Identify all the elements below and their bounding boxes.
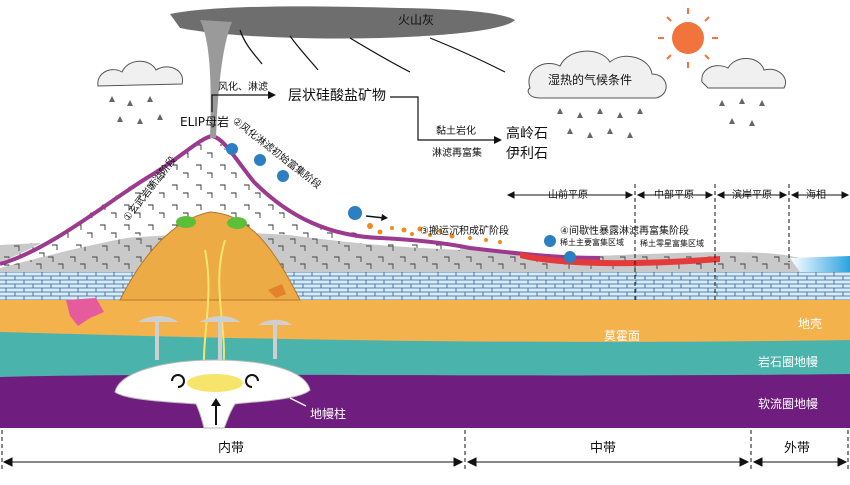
illite-label: 伊利石: [506, 146, 548, 162]
lithosphere-label: 岩石圈地幔: [758, 354, 818, 369]
crust-layer: [0, 298, 850, 342]
ash-plume: [200, 20, 232, 138]
humid-cloud: [527, 50, 667, 99]
flow-arrow-head: [494, 136, 502, 144]
coastal-plain-label: 滨岸平原: [732, 188, 772, 201]
elip-label: ELIP母岩: [180, 114, 229, 129]
mountain-front-label: 山前平原: [548, 188, 588, 201]
weathering-label: 风化、淋滤: [218, 80, 268, 93]
raindrops: [557, 108, 643, 138]
asthenosphere-label: 软流圈地幔: [758, 396, 818, 411]
raindrops: [719, 98, 765, 126]
vegetation: [176, 216, 196, 228]
stage4-label: ④间歇性暴露淋滤再富集阶段: [560, 224, 689, 237]
sun-rays: [658, 8, 718, 68]
transport-arrow-head: [381, 214, 388, 221]
humid-climate-label: 湿热的气候条件: [548, 72, 632, 87]
marine-label: 海相: [806, 188, 826, 201]
crust-label: 地壳: [798, 317, 822, 331]
inner-zone-label: 内带: [218, 440, 244, 456]
ore-body: [268, 284, 286, 298]
weathering-arrow: [211, 94, 270, 112]
convection-arrow: [171, 374, 185, 388]
rain-cloud: [97, 60, 184, 87]
mantle-plume: [114, 359, 311, 429]
weathering-crust: [0, 133, 601, 266]
zone-scale-dividers: [1, 430, 849, 472]
ash-cloud: [170, 6, 515, 39]
sediment-cover: [0, 232, 850, 272]
weathering-arrow-head: [268, 91, 276, 99]
plume-core: [187, 374, 243, 392]
raindrops: [109, 96, 163, 124]
main-enrich-label: 稀土主要富集区域: [560, 237, 624, 247]
moho-label: 莫霍面: [604, 329, 640, 343]
plume-pointer: [289, 397, 307, 407]
sea: [790, 256, 850, 272]
magma-dome: [119, 211, 301, 301]
leaching-enrichment-label: 淋滤再富集: [432, 146, 482, 159]
vegetation: [227, 217, 247, 229]
clay-petrification-label: 黏土岩化: [436, 124, 476, 137]
convection-arrow: [245, 374, 259, 388]
zone-dividers: [634, 184, 790, 300]
outer-zone-label: 外带: [784, 441, 810, 456]
zone-scale: [2, 457, 848, 467]
middle-zone-label: 中带: [590, 441, 616, 456]
ree-badges: [226, 143, 576, 263]
detrital-particles: [367, 223, 502, 244]
ash-fall-arrows: [239, 29, 506, 73]
plain-zone-arrows: [506, 191, 850, 199]
middle-plain-label: 中部平原: [654, 188, 694, 201]
plume-label: 地幔柱: [310, 406, 346, 421]
sun-icon: [672, 22, 704, 54]
plume-arrow-head: [211, 398, 221, 406]
flow-arrow: [390, 96, 496, 141]
rain-cloud: [701, 58, 786, 89]
stage3-label: ③搬运沉积成矿阶段: [420, 224, 509, 237]
ore-body: [66, 298, 104, 326]
layered-silicate-label: 层状硅酸盐矿物: [288, 88, 386, 104]
volcanic-ash-label: 火山灰: [398, 13, 434, 27]
minor-enrich-label: 稀土零星富集区域: [640, 238, 704, 248]
kaolinite-label: 高岭石: [506, 125, 548, 142]
transport-arrow: [365, 215, 385, 219]
magma-sills: [138, 316, 292, 360]
